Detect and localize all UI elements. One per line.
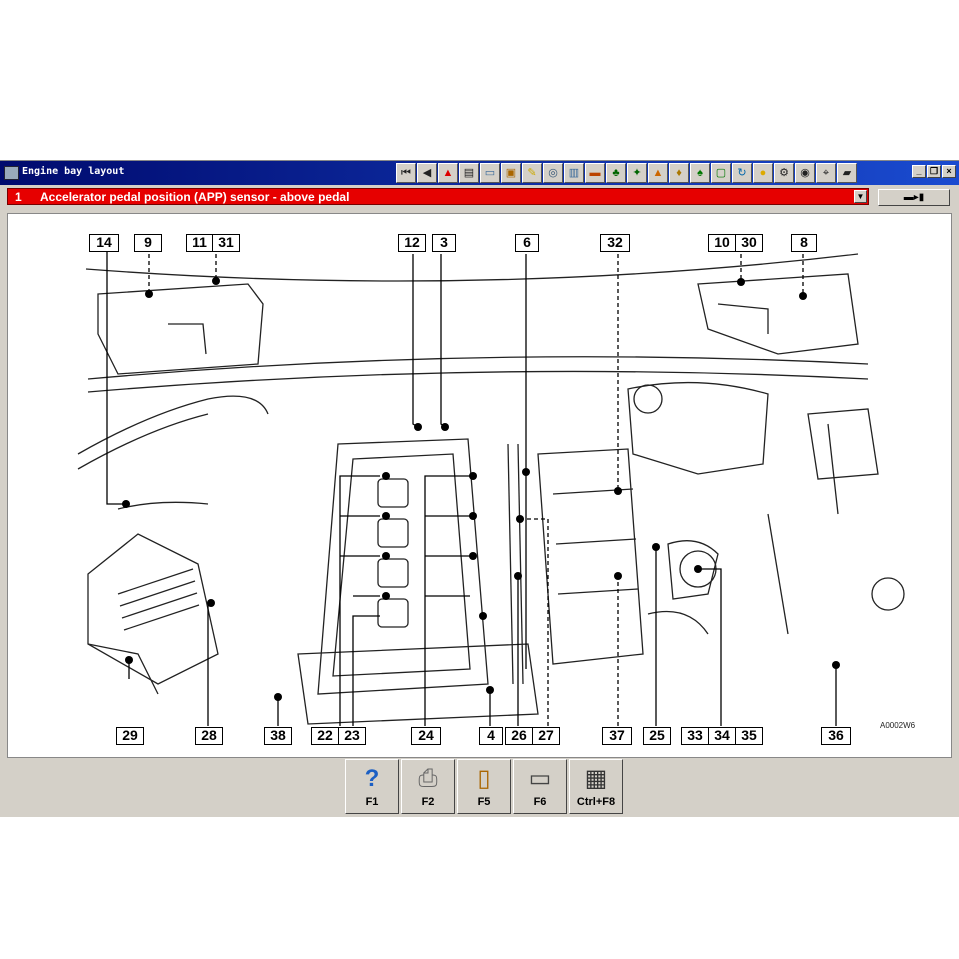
engine-icon[interactable]: ✦ <box>627 163 647 183</box>
gauge-icon[interactable]: ◎ <box>543 163 563 183</box>
selected-number: 1 <box>15 190 22 204</box>
callout-12[interactable]: 12 <box>398 234 426 252</box>
grid-icon: ▦ <box>584 765 608 792</box>
document-icon: ▯ <box>477 765 491 792</box>
callout-6[interactable]: 6 <box>515 234 539 252</box>
callout-23[interactable]: 23 <box>338 727 366 745</box>
wrench-icon[interactable]: ▬ <box>585 163 605 183</box>
callout-25[interactable]: 25 <box>643 727 671 745</box>
callout-34[interactable]: 34 <box>708 727 736 745</box>
callout-38[interactable]: 38 <box>264 727 292 745</box>
prev-icon[interactable]: ◀ <box>417 163 437 183</box>
callout-10[interactable]: 10 <box>708 234 736 252</box>
callout-11[interactable]: 11 <box>186 234 213 252</box>
callout-3[interactable]: 3 <box>432 234 456 252</box>
callout-26[interactable]: 26 <box>505 727 533 745</box>
jump-button[interactable]: ▬▸▮ <box>878 189 950 206</box>
chart-icon[interactable]: ▥ <box>564 163 584 183</box>
f5-label: F5 <box>477 796 491 808</box>
engine-bay-drawing <box>77 236 905 726</box>
arrow-right-icon: ▬▸▮ <box>903 192 925 203</box>
f1-label: F1 <box>365 796 379 808</box>
engine-diagram: 14 9 11 31 12 3 6 32 10 30 8 29 28 38 22… <box>7 213 952 758</box>
tool-icon[interactable]: ✎ <box>522 163 542 183</box>
key-icon[interactable]: ⌖ <box>816 163 836 183</box>
bulb-icon[interactable]: ● <box>753 163 773 183</box>
close-button[interactable]: × <box>942 165 956 178</box>
callout-27[interactable]: 27 <box>532 727 560 745</box>
document-button[interactable]: ▯ F5 <box>457 759 511 814</box>
figure-id: A0002W6 <box>880 721 916 730</box>
print-icon: ▭ <box>528 765 552 792</box>
signal-icon[interactable]: ▲ <box>648 163 668 183</box>
callout-8[interactable]: 8 <box>791 234 817 252</box>
refresh-icon[interactable]: ↻ <box>732 163 752 183</box>
callout-30[interactable]: 30 <box>735 234 763 252</box>
chevron-down-icon[interactable]: ▼ <box>854 190 867 203</box>
component-selector[interactable]: 1 Accelerator pedal position (APP) senso… <box>7 188 869 205</box>
first-icon[interactable]: ⏮ <box>396 163 416 183</box>
help-icon: ? <box>364 765 380 792</box>
print-button[interactable]: ▭ F6 <box>513 759 567 814</box>
app-icon <box>4 166 19 180</box>
callout-35[interactable]: 35 <box>735 727 763 745</box>
callout-28[interactable]: 28 <box>195 727 223 745</box>
callout-33[interactable]: 33 <box>681 727 709 745</box>
help-button[interactable]: ? F1 <box>345 759 399 814</box>
title-bar: Engine bay layout ⏮ ◀ ▲ ▤ ▭ ▣ ✎ ◎ ▥ ▬ ♣ … <box>0 161 959 185</box>
callout-14[interactable]: 14 <box>89 234 119 252</box>
app-window: Engine bay layout ⏮ ◀ ▲ ▤ ▭ ▣ ✎ ◎ ▥ ▬ ♣ … <box>0 160 959 817</box>
gear-icon[interactable]: ⚙ <box>774 163 794 183</box>
callout-29[interactable]: 29 <box>116 727 144 745</box>
restore-button[interactable]: ❐ <box>927 165 941 178</box>
ctrl-f8-label: Ctrl+F8 <box>576 796 616 808</box>
callout-36[interactable]: 36 <box>821 727 851 745</box>
callout-4[interactable]: 4 <box>479 727 503 745</box>
window-title: Engine bay layout <box>22 166 125 177</box>
f6-label: F6 <box>533 796 547 808</box>
doc-icon[interactable]: ▭ <box>480 163 500 183</box>
book-icon[interactable]: ▤ <box>459 163 479 183</box>
callout-31[interactable]: 31 <box>212 234 240 252</box>
f2-label: F2 <box>421 796 435 808</box>
printer-icon: ⎙ <box>418 765 438 792</box>
grid-button[interactable]: ▦ Ctrl+F8 <box>569 759 623 814</box>
callout-32[interactable]: 32 <box>600 234 630 252</box>
printer-button[interactable]: ⎙ F2 <box>401 759 455 814</box>
tree-icon[interactable]: ♣ <box>606 163 626 183</box>
screen-icon[interactable]: ▢ <box>711 163 731 183</box>
callout-22[interactable]: 22 <box>311 727 339 745</box>
selected-component-text: Accelerator pedal position (APP) sensor … <box>40 190 350 204</box>
car2-icon[interactable]: ▰ <box>837 163 857 183</box>
warning-icon[interactable]: ▲ <box>438 163 458 183</box>
camera-icon[interactable]: ◉ <box>795 163 815 183</box>
car-icon[interactable]: ♠ <box>690 163 710 183</box>
function-key-bar: ? F1 ⎙ F2 ▯ F5 ▭ F6 ▦ Ctrl+F8 <box>0 759 959 817</box>
component-icon[interactable]: ▣ <box>501 163 521 183</box>
callout-9[interactable]: 9 <box>134 234 162 252</box>
minimize-button[interactable]: _ <box>912 165 926 178</box>
callout-37[interactable]: 37 <box>602 727 632 745</box>
hazard-icon[interactable]: ♦ <box>669 163 689 183</box>
callout-24[interactable]: 24 <box>411 727 441 745</box>
toolbar: ⏮ ◀ ▲ ▤ ▭ ▣ ✎ ◎ ▥ ▬ ♣ ✦ ▲ ♦ ♠ ▢ ↻ ● ⚙ ◉ … <box>396 163 857 185</box>
